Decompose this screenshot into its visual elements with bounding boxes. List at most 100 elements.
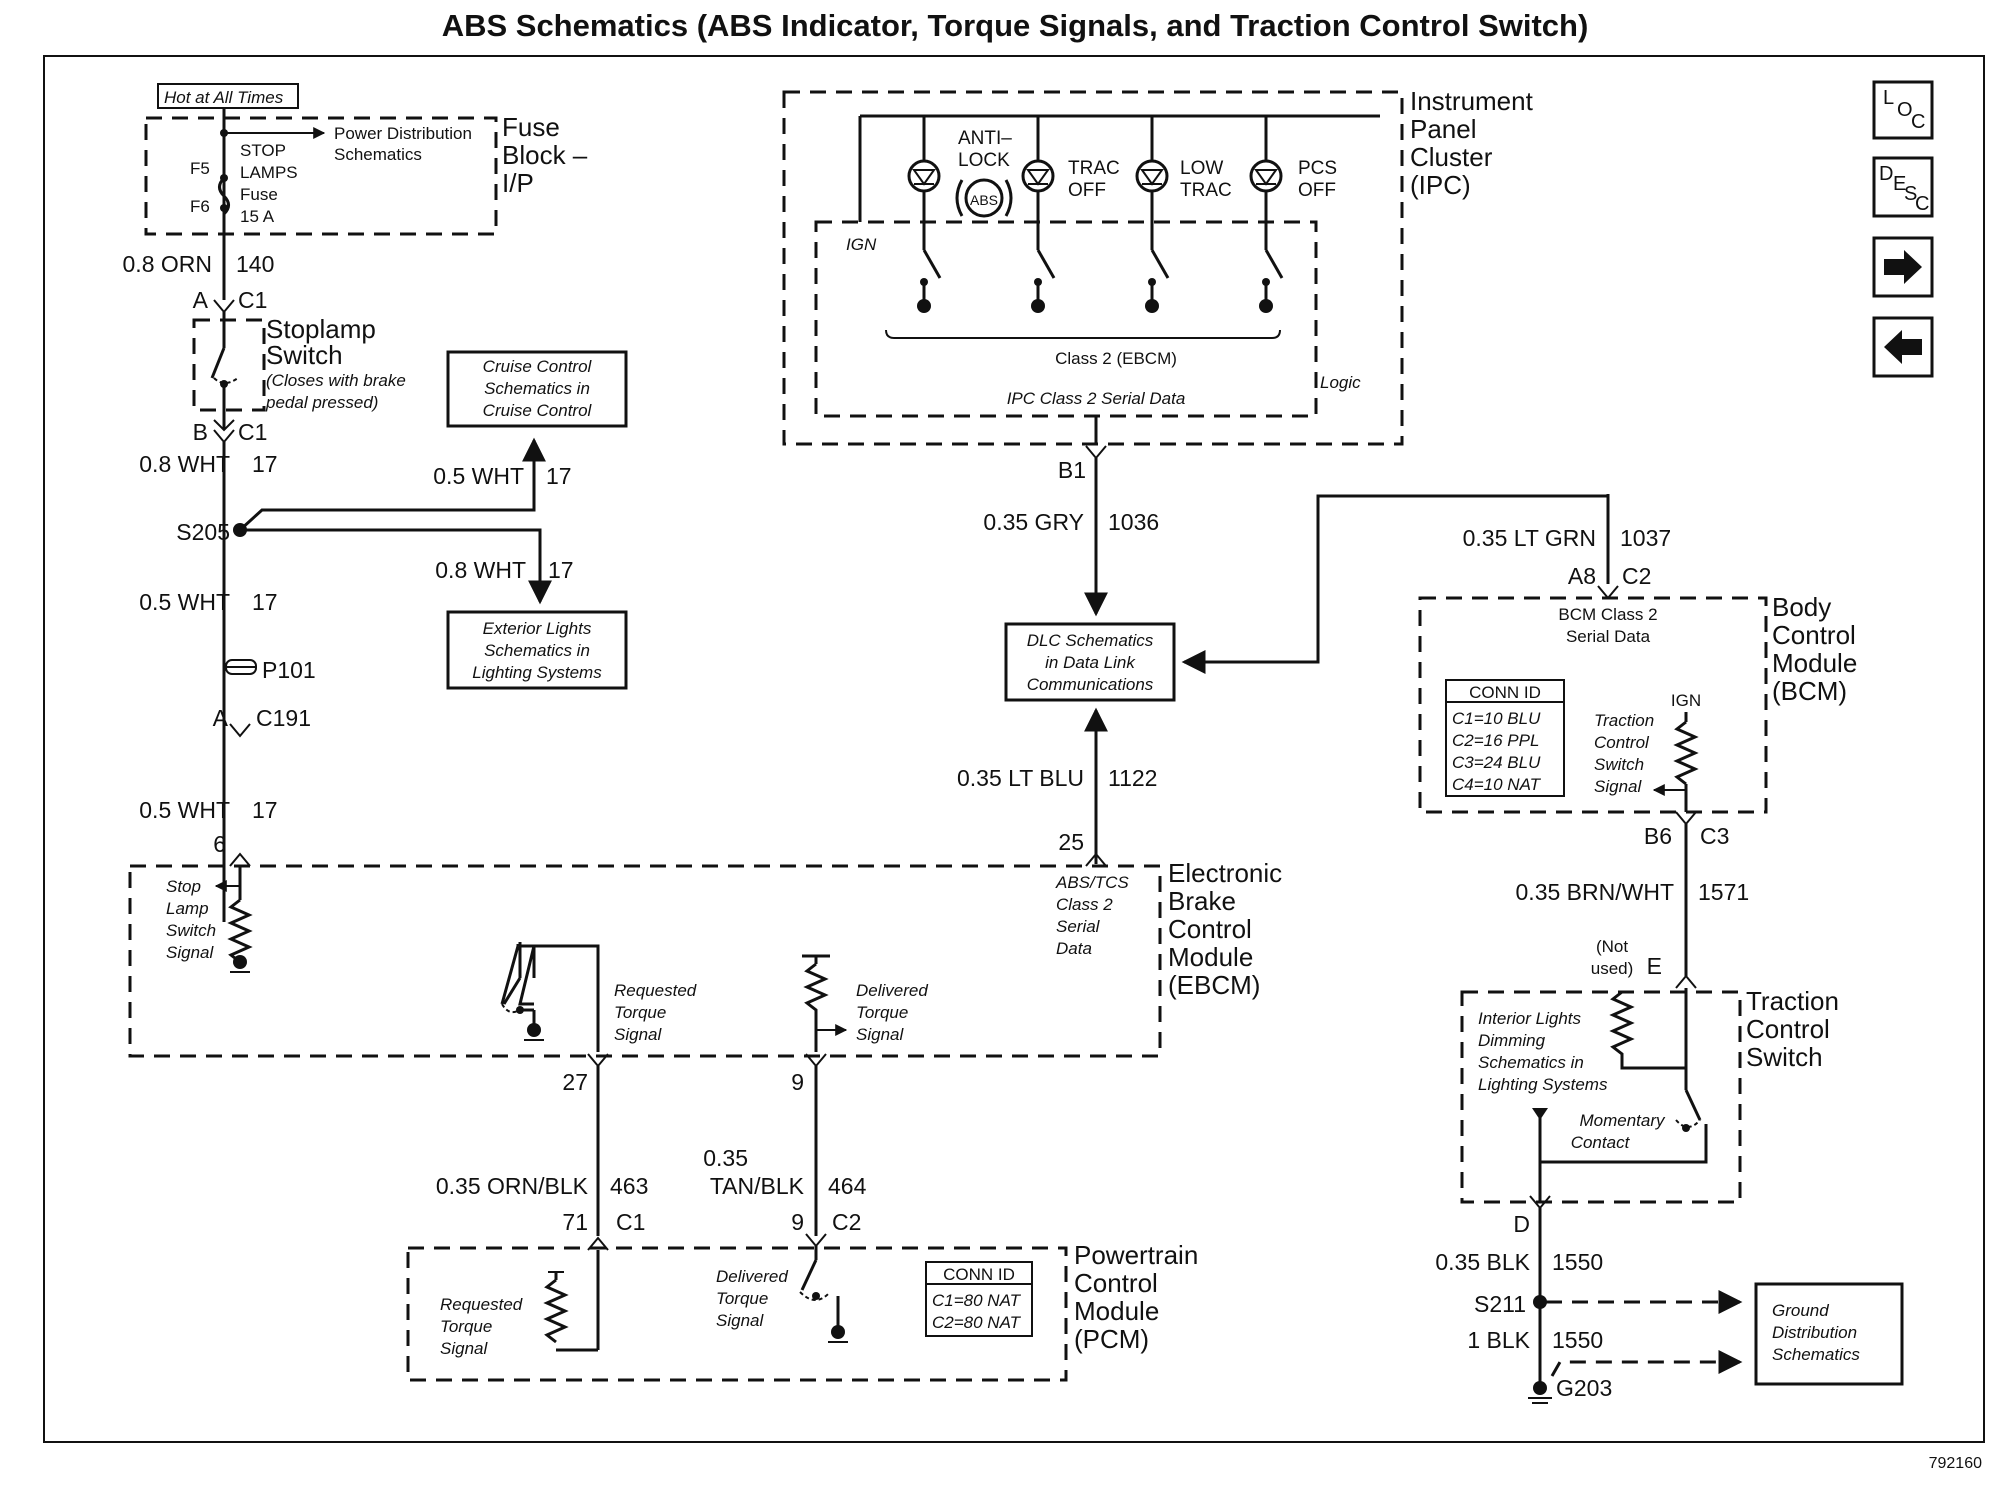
svg-text:(BCM): (BCM) [1772, 676, 1847, 706]
svg-text:Lamp: Lamp [166, 899, 209, 918]
exterior-lights-reference[interactable]: Exterior Lights Schematics in Lighting S… [446, 610, 628, 690]
svg-text:0.35 BRN/WHT: 0.35 BRN/WHT [1516, 879, 1674, 905]
svg-text:0.35 LT GRN: 0.35 LT GRN [1463, 525, 1596, 551]
svg-text:Interior Lights: Interior Lights [1478, 1009, 1581, 1028]
svg-text:25: 25 [1058, 829, 1084, 855]
pcs-off-indicator-lamp [1249, 116, 1284, 313]
stoplamp-switch-label: Stoplamp [266, 314, 376, 344]
abs-symbol-icon: ABS [955, 178, 1013, 218]
svg-text:PCS: PCS [1298, 158, 1337, 179]
ebcm-serial-data-wire: 0.35 LT BLU 1122 25 [957, 707, 1157, 867]
svg-text:Power Distribution: Power Distribution [334, 124, 472, 143]
svg-text:0.8 WHT: 0.8 WHT [435, 557, 526, 583]
powertrain-control-module: Requested Torque Signal Delivered Torque… [406, 1240, 1198, 1382]
svg-text:Module: Module [1772, 648, 1857, 678]
loc-button[interactable]: LOC [1872, 80, 1934, 140]
svg-text:I/P: I/P [502, 168, 534, 198]
svg-text:C4=10 NAT: C4=10 NAT [1452, 775, 1542, 794]
ebcm-name: Electronic [1168, 858, 1282, 888]
svg-text:Class 2 (EBCM): Class 2 (EBCM) [1055, 349, 1177, 368]
svg-text:Torque: Torque [716, 1289, 768, 1308]
svg-text:0.35 LT BLU: 0.35 LT BLU [957, 765, 1084, 791]
svg-text:1 BLK: 1 BLK [1467, 1327, 1530, 1353]
dlc-reference[interactable]: DLC Schematics in Data Link Communicatio… [1004, 622, 1176, 702]
svg-text:Signal: Signal [856, 1025, 904, 1044]
bcm-connector-id-table: CONN ID C1=10 BLU C2=16 PPL C3=24 BLU C4… [1445, 679, 1565, 797]
svg-text:B1: B1 [1058, 457, 1086, 483]
svg-text:DLC Schematics: DLC Schematics [1027, 631, 1154, 650]
cruise-control-reference[interactable]: Cruise Control Schematics in Cruise Cont… [446, 350, 628, 428]
svg-text:LOCK: LOCK [958, 150, 1010, 171]
svg-text:B: B [193, 419, 208, 445]
arrow-right-icon[interactable] [1872, 236, 1934, 298]
traction-control-switch: (Not used) E Interior Lights Dimming Sch… [1460, 937, 1839, 1204]
svg-text:Class 2: Class 2 [1056, 895, 1113, 914]
svg-text:O: O [1897, 99, 1913, 121]
svg-text:1036: 1036 [1108, 509, 1159, 535]
svg-text:0.35: 0.35 [703, 1145, 748, 1171]
svg-text:S: S [1904, 183, 1917, 205]
svg-text:Schematics: Schematics [334, 145, 422, 164]
svg-text:Momentary: Momentary [1579, 1111, 1666, 1130]
svg-text:IGN: IGN [846, 235, 877, 254]
svg-text:Serial Data: Serial Data [1566, 627, 1651, 646]
svg-text:C1: C1 [238, 419, 267, 445]
splice-s205: S205 [176, 519, 230, 545]
svg-text:(EBCM): (EBCM) [1168, 970, 1260, 1000]
svg-text:Signal: Signal [614, 1025, 662, 1044]
pcm-connector-id-table: CONN ID C1=80 NAT C2=80 NAT [925, 1261, 1033, 1337]
ipc-serial-data-wire: B1 0.35 GRY 1036 [983, 445, 1159, 617]
svg-text:Communications: Communications [1027, 675, 1154, 694]
svg-text:Control: Control [1772, 620, 1856, 650]
p101-pass-through [225, 659, 257, 675]
svg-text:0.8 ORN: 0.8 ORN [123, 251, 212, 277]
ground-icon [828, 1325, 848, 1343]
fuse-block: Hot at All Times Power Distribution Sche… [144, 83, 588, 262]
svg-text:Lighting Systems: Lighting Systems [472, 663, 602, 682]
svg-text:Switch: Switch [266, 340, 343, 370]
svg-text:ABS/TCS: ABS/TCS [1055, 873, 1129, 892]
svg-text:Module: Module [1168, 942, 1253, 972]
svg-text:6: 6 [213, 831, 226, 857]
svg-text:E: E [1893, 173, 1906, 195]
svg-text:C191: C191 [256, 705, 311, 731]
ground-g203-icon [1528, 1381, 1552, 1404]
svg-text:17: 17 [252, 797, 278, 823]
svg-text:used): used) [1591, 959, 1634, 978]
svg-text:Control: Control [1594, 733, 1650, 752]
svg-text:Contact: Contact [1571, 1133, 1631, 1152]
svg-text:LOW: LOW [1180, 158, 1223, 179]
svg-text:F5: F5 [190, 159, 210, 178]
svg-text:pedal pressed): pedal pressed) [265, 393, 378, 412]
ground-distribution-reference[interactable]: Ground Distribution Schematics [1754, 1282, 1904, 1386]
hot-at-all-times-label: Hot at All Times [164, 88, 284, 107]
abs-indicator-lamp [907, 116, 942, 313]
svg-text:C2=16 PPL: C2=16 PPL [1452, 731, 1539, 750]
svg-text:D: D [1879, 163, 1893, 185]
svg-text:Lighting Systems: Lighting Systems [1478, 1075, 1608, 1094]
delivered-torque-wire: 9 0.35 TAN/BLK 464 9 C2 [703, 1053, 867, 1248]
svg-text:(PCM): (PCM) [1074, 1324, 1149, 1354]
bcm-serial-data-wire: 0.35 LT GRN 1037 A8 C2 [1181, 494, 1671, 674]
svg-text:Requested: Requested [614, 981, 697, 1000]
svg-text:Control: Control [1746, 1014, 1830, 1044]
svg-text:0.5 WHT: 0.5 WHT [433, 463, 524, 489]
svg-text:Delivered: Delivered [856, 981, 928, 1000]
svg-text:Torque: Torque [856, 1003, 908, 1022]
svg-text:C3=24 BLU: C3=24 BLU [1452, 753, 1541, 772]
figure-id: 792160 [1929, 1455, 1982, 1472]
svg-text:Distribution: Distribution [1772, 1323, 1857, 1342]
svg-text:140: 140 [236, 251, 274, 277]
diagram-frame [43, 55, 1985, 1443]
svg-text:STOP: STOP [240, 141, 286, 160]
svg-text:IGN: IGN [1671, 691, 1701, 710]
svg-text:Serial: Serial [1056, 917, 1101, 936]
svg-text:Signal: Signal [440, 1339, 488, 1358]
instrument-panel-cluster: Instrument Panel Cluster (IPC) IGN ANTI–… [782, 86, 1534, 446]
svg-text:Logic: Logic [1320, 373, 1361, 392]
svg-text:C1: C1 [238, 287, 267, 313]
pcm-name: Powertrain [1074, 1240, 1198, 1270]
svg-text:0.5 WHT: 0.5 WHT [139, 589, 230, 615]
arrow-left-icon[interactable] [1872, 316, 1934, 378]
